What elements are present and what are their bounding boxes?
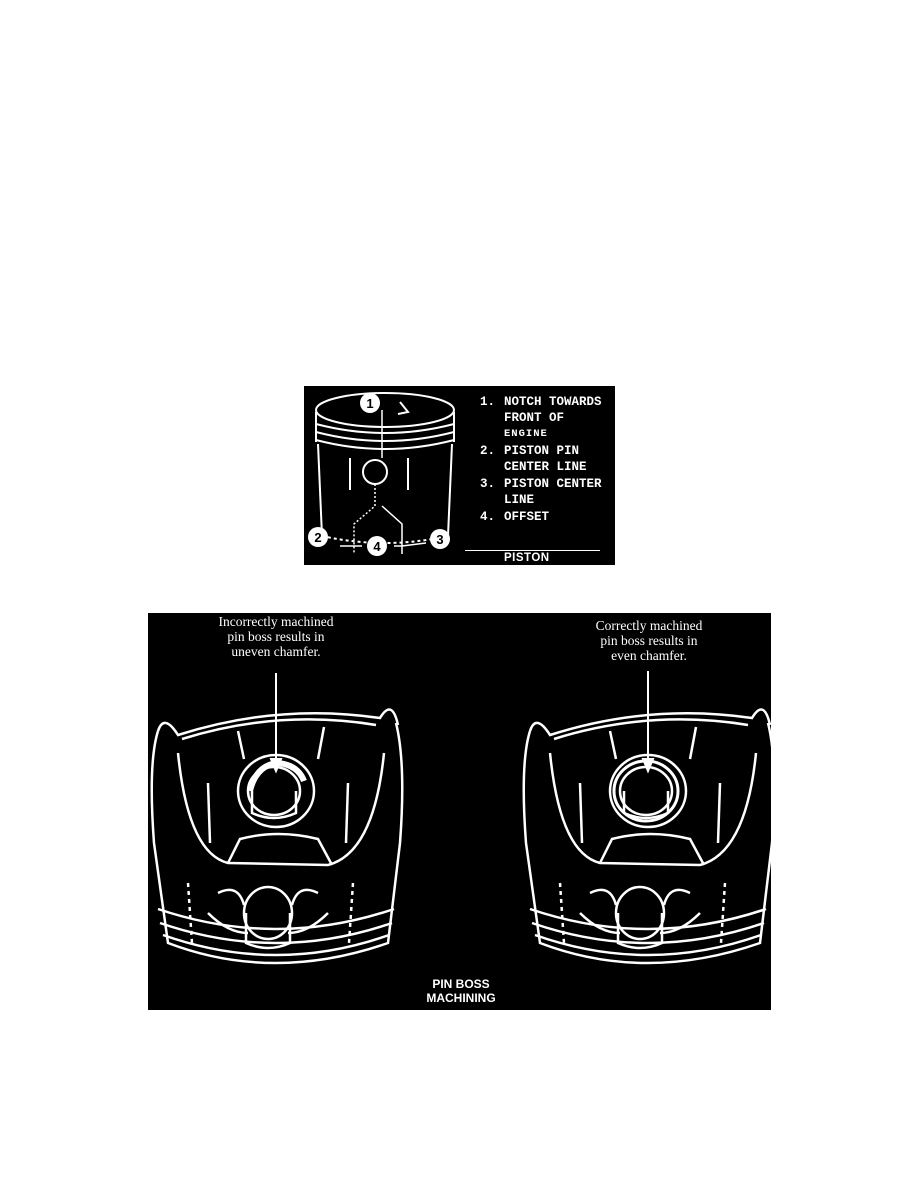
- incorrect-machining-note: Incorrectly machined pin boss results in…: [196, 614, 356, 659]
- legend-line: CENTER LINE: [504, 460, 587, 474]
- note-line: pin boss results in: [227, 629, 325, 644]
- callout-4-circle: [367, 536, 387, 556]
- legend-line: ENGINE: [504, 428, 548, 440]
- callout-2-circle: [308, 527, 328, 547]
- legend-line: PISTON PIN: [504, 444, 580, 458]
- pin-boss-drawing: [150, 671, 771, 965]
- correct-machining-note: Correctly machined pin boss results in e…: [569, 618, 729, 663]
- legend-number: 2.: [480, 444, 496, 458]
- callout-2-label: 2: [314, 530, 321, 545]
- legend-line: PISTON CENTER: [504, 477, 602, 491]
- right-arrow-head: [641, 758, 655, 774]
- caption-rule: [465, 550, 600, 551]
- legend-line: LINE: [504, 493, 535, 507]
- callout-1-label: 1: [366, 396, 373, 411]
- legend-number: 4.: [480, 510, 496, 524]
- legend-item: 2. PISTON PIN CENTER LINE: [480, 443, 602, 475]
- callout-3-label: 3: [436, 532, 443, 547]
- caption-line: MACHINING: [426, 991, 496, 1005]
- piston-figure: 1 2 3 4 1. NOTCH TOWARDS FRONT OF ENGINE…: [304, 386, 615, 565]
- note-line: Incorrectly machined: [218, 614, 334, 629]
- piston-crown: [315, 392, 455, 428]
- left-arrow-head: [269, 758, 283, 774]
- legend-item: 1. NOTCH TOWARDS FRONT OF ENGINE: [480, 394, 602, 442]
- legend-number: 1.: [480, 395, 496, 409]
- legend-item: 4. OFFSET: [480, 509, 602, 525]
- pin-boss-figure: Incorrectly machined pin boss results in…: [148, 613, 771, 1010]
- note-line: pin boss results in: [600, 633, 698, 648]
- callout-3-circle: [430, 529, 450, 549]
- legend-number: 3.: [480, 477, 496, 491]
- note-line: uneven chamfer.: [231, 644, 321, 659]
- piston-drawing: 1 2 3 4: [308, 392, 455, 556]
- callout-1-circle: [360, 393, 380, 413]
- legend-line: OFFSET: [504, 510, 550, 524]
- piston-legend: 1. NOTCH TOWARDS FRONT OF ENGINE 2. PIST…: [480, 394, 602, 525]
- note-line: even chamfer.: [611, 648, 687, 663]
- piston-caption: PISTON: [504, 552, 550, 564]
- note-line: Correctly machined: [595, 618, 703, 633]
- pin-boss-caption: PIN BOSS MACHINING: [396, 977, 526, 1005]
- legend-item: 3. PISTON CENTER LINE: [480, 476, 602, 508]
- legend-line: FRONT OF: [504, 411, 565, 425]
- caption-line: PIN BOSS: [432, 977, 490, 991]
- legend-line: NOTCH TOWARDS: [504, 395, 602, 409]
- callout-4-label: 4: [373, 539, 381, 554]
